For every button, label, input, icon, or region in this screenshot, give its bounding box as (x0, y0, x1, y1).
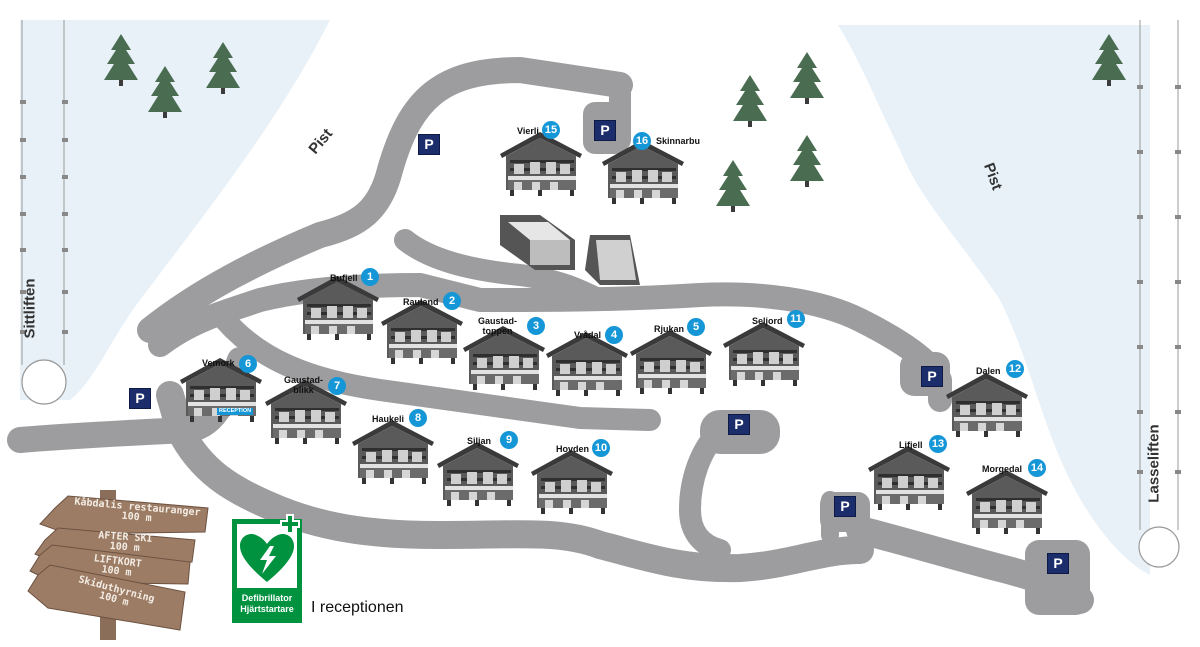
cabin-2-number: 2 (443, 292, 461, 310)
cabin-16-number: 16 (633, 132, 651, 150)
tree-icon (733, 75, 767, 127)
cabin-13-house (868, 446, 950, 510)
cabin-12-house (946, 373, 1028, 437)
service-building-b (585, 235, 640, 285)
parking-sign-bottom: P (1047, 553, 1069, 574)
cabin-1-number: 1 (361, 268, 379, 286)
cabin-3-number: 3 (527, 317, 545, 335)
cabin-16-name: Skinnarbu (656, 136, 701, 146)
cabin-4-number: 4 (605, 326, 623, 344)
cabin-8-name: Haukeli (372, 414, 405, 424)
cabin-12-name: Dalen (976, 366, 1001, 376)
cabin-4-name: Vrådal (574, 330, 602, 340)
lift-label-left: Sittliften (21, 278, 39, 339)
cabin-14-number: 14 (1028, 459, 1046, 477)
left-ski-slope (20, 20, 330, 400)
left-lift-station (21, 359, 67, 405)
parking-sign-top: P (594, 120, 616, 141)
tree-icon (790, 135, 824, 187)
direction-signpost (27, 490, 209, 640)
parking-sign-left: P (129, 388, 151, 409)
cabin-5-number: 5 (687, 318, 705, 336)
cabin-13-number: 13 (929, 435, 947, 453)
aed-sign (232, 514, 302, 623)
cabin-5-house (630, 330, 712, 394)
lift-label-right: Lasseliften (1145, 424, 1163, 503)
cabin-15-number: 15 (542, 121, 560, 139)
right-ski-slope (838, 25, 1150, 575)
cabin-15-name: Vierli (517, 126, 539, 136)
cabin-11-house (723, 322, 805, 386)
cabin-13-name: Lifjell (899, 440, 923, 450)
cabin-9-name: Siljan (467, 436, 492, 446)
cabin-9-house (437, 442, 519, 506)
parking-sign-lower: P (834, 496, 856, 517)
reception-badge: RECEPTION (217, 408, 254, 415)
cabin-11-number: 11 (787, 310, 805, 328)
cabin-10-house (531, 450, 613, 514)
cabin-2-name: Rauland (403, 297, 439, 307)
tree-icon (790, 52, 824, 104)
aed-line-1: Defibrillator (241, 593, 293, 603)
cabin-8-number: 8 (409, 409, 427, 427)
right-lift-station (1138, 526, 1180, 568)
cabin-10-name: Hovden (556, 444, 590, 454)
cabin-6-name: Vemork (202, 358, 235, 368)
cabin-15-house (500, 132, 582, 196)
aed-caption: I receptionen (311, 599, 404, 616)
cabin-5-name: Rjukan (654, 324, 685, 334)
cabin-3-name: Gaustad- toppen (478, 316, 518, 336)
parking-sign-right: P (921, 366, 943, 387)
cabin-1-name: Bufjell (330, 273, 358, 283)
cabin-8-house (352, 420, 434, 484)
parking-sign-top-left: P (418, 134, 440, 155)
aed-line-2: Hjärtstartare (240, 604, 294, 614)
cabin-14-name: Morgedal (982, 464, 1023, 474)
tree-icon (716, 160, 750, 212)
cabin-14-house (966, 470, 1048, 534)
parking-pad-bottom (1025, 540, 1090, 615)
service-building-a (500, 215, 575, 270)
cabin-10-number: 10 (592, 439, 610, 457)
cabin-6-number: 6 (239, 355, 257, 373)
cabin-7-number: 7 (328, 377, 346, 395)
cabin-7-name: Gaustad- blikk (284, 375, 324, 395)
cabin-12-number: 12 (1006, 360, 1024, 378)
parking-sign-center: P (728, 414, 750, 435)
cabin-9-number: 9 (500, 431, 518, 449)
cabin-11-name: Seljord (752, 316, 783, 326)
lift-pylons (20, 85, 1181, 474)
